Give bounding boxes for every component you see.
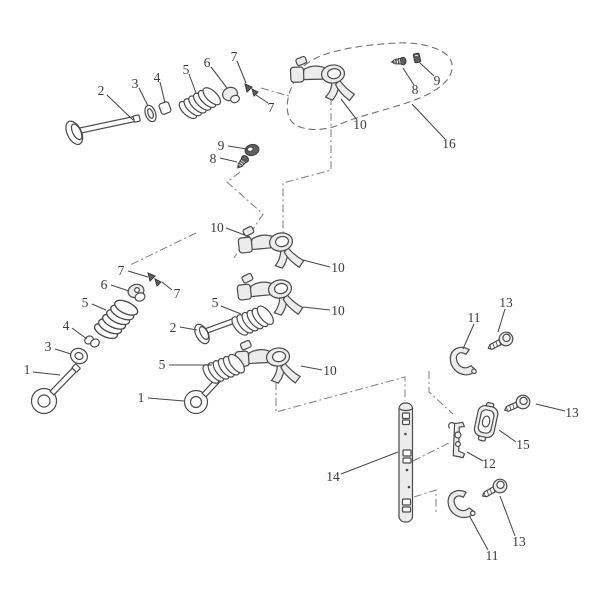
part-rocker-arm-10-a [235,224,307,271]
part-label-7d: 7 [174,286,181,301]
part-clamp-11-upper [447,344,478,378]
part-label-13a: 13 [499,295,513,310]
part-label-10d: 10 [323,363,337,378]
part-label-16: 16 [442,136,456,151]
part-label-2: 2 [98,83,105,98]
part-label-7c: 7 [118,263,125,278]
part-seal-washer-3-left [70,347,88,365]
part-seal-washer-3-top [144,104,157,123]
part-label-7b: 7 [268,100,275,115]
part-rocker-arm-10-blob [286,53,360,104]
part-bolt-13-lower [478,476,510,503]
part-label-10b: 10 [331,260,345,275]
part-valve-cotters-7-left [147,272,162,287]
part-label-6b: 6 [101,277,108,292]
part-label-9b: 9 [434,73,441,88]
part-spring-seat-4-top [158,101,172,115]
part-rocker-shaft-14 [398,402,414,523]
part-adjuster-screw-8-mid [237,155,250,169]
part-label-10c: 10 [331,303,345,318]
part-label-5c: 5 [212,295,219,310]
part-valve-1-left [30,363,81,415]
subassembly-16-outline [286,42,453,131]
part-valve-2-mid [194,317,236,345]
part-label-12: 12 [482,456,496,471]
label-leader-lines [32,60,566,551]
part-rocker-arm-10-c [231,338,304,386]
part-label-5b: 5 [82,295,89,310]
part-label-8a: 8 [210,151,217,166]
part-label-2b: 2 [170,320,177,335]
part-bolt-13-mid [501,392,533,417]
assembly-dash-lines [129,87,454,514]
part-rocker-arm-10-b [234,271,306,318]
part-label-10-blob: 10 [353,117,367,132]
part-label-6: 6 [204,55,211,70]
part-label-14: 14 [326,469,340,484]
part-label-4: 4 [154,70,161,85]
part-label-4b: 4 [63,318,70,333]
part-valve-2-top [65,114,141,146]
part-label-11b: 11 [486,548,499,563]
part-spring-keeper-4-left [84,335,100,348]
part-label-13b: 13 [565,405,579,420]
part-adjuster-nut-9-blob [412,52,422,64]
part-label-11a: 11 [468,310,481,325]
part-label-7a: 7 [231,49,238,64]
part-guide-plate-15 [473,401,499,442]
part-spring-retainer-6-top [222,86,240,104]
part-valve-spring-5-mid [227,300,278,341]
part-labels: 2 3 4 5 6 7 7 9 8 8 9 10 16 10 10 10 10 … [24,49,579,563]
part-label-3: 3 [132,76,139,91]
part-spring-retainer-6-left [127,283,146,302]
part-label-5: 5 [183,62,190,77]
part-label-10a: 10 [210,220,224,235]
part-label-13c: 13 [512,534,526,549]
part-label-1b: 1 [138,390,145,405]
part-bolt-13-upper [484,329,516,355]
part-label-3b: 3 [45,339,52,354]
part-clamp-11-lower [444,487,477,522]
part-adjuster-screw-8-blob [390,56,407,66]
part-bracket-12 [448,421,466,459]
part-label-9a: 9 [218,138,225,153]
part-label-15: 15 [516,437,530,452]
part-adjuster-nut-9-mid [244,143,260,157]
part-label-8b: 8 [412,82,419,97]
part-valve-spring-5-top [174,81,226,126]
part-valve-cotters-7-top [244,83,259,97]
part-label-1a: 1 [24,362,31,377]
part-valve-spring-5-left [89,291,143,348]
part-label-5d: 5 [159,357,166,372]
